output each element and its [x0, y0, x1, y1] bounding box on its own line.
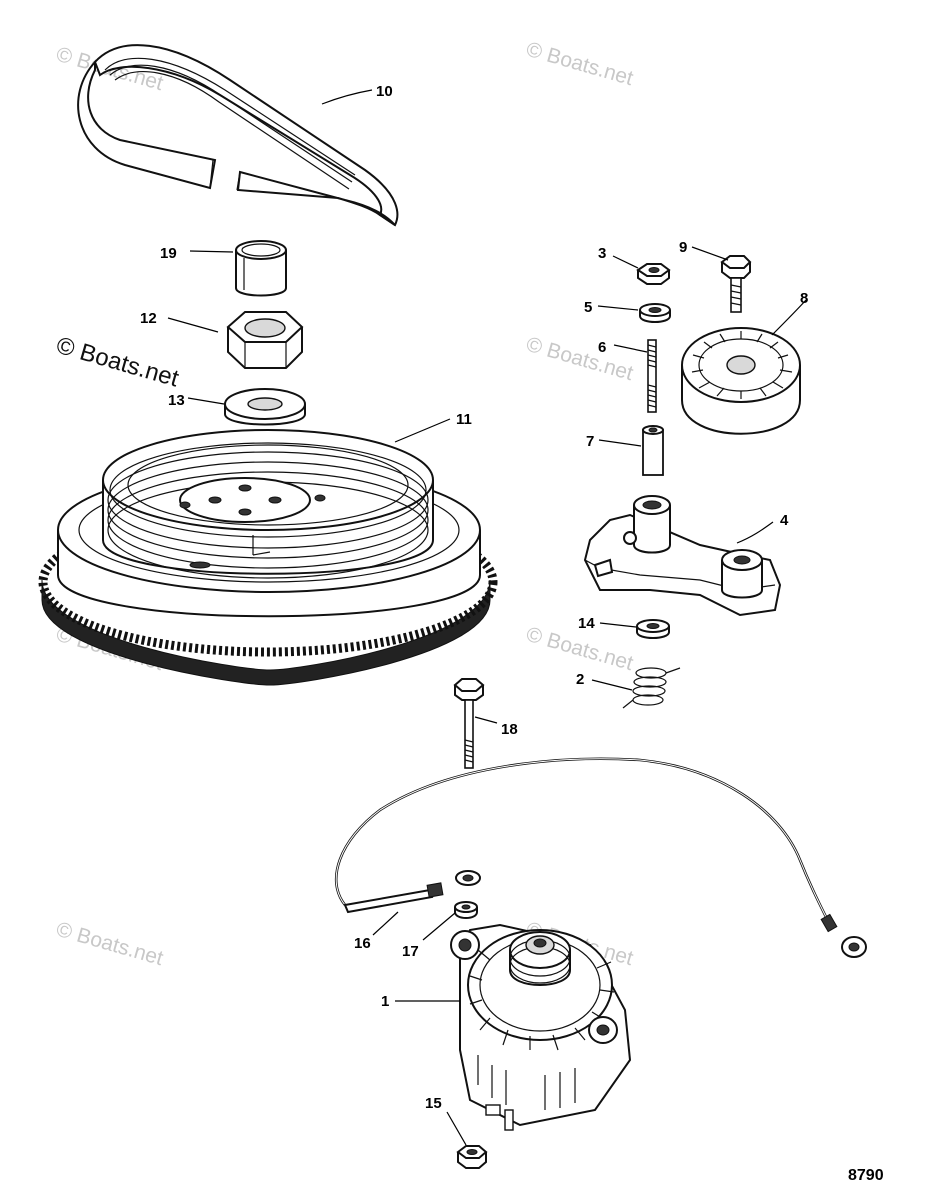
callout-7: 7: [586, 433, 594, 450]
callout-labels: 10 19 12 13 11 3 9 5 8 6 7 4 14 2 18 16 …: [140, 83, 808, 1112]
alternator-rear-vents: [477, 1055, 576, 1110]
part-1-alternator: [450, 923, 632, 1131]
callout-6: 6: [598, 339, 606, 356]
part-3-nut: [636, 263, 671, 285]
part-6-stud: [647, 339, 657, 413]
watermark-bottom-left: © Boats.net: [54, 918, 166, 970]
part-19-bushing: [235, 240, 287, 297]
part-16-cable: [334, 757, 867, 958]
watermark-top-right: © Boats.net: [524, 38, 636, 90]
callout-16: 16: [354, 935, 371, 952]
part-8-idler-pulley: [681, 327, 801, 435]
callout-19: 19: [160, 245, 177, 262]
watermark-mid-right: © Boats.net: [524, 333, 636, 385]
part-17-washer: [454, 901, 478, 919]
callout-1: 1: [381, 993, 389, 1010]
part-18-bolt: [453, 678, 485, 769]
callout-9: 9: [679, 239, 687, 256]
part-12-nut: [226, 311, 304, 369]
drawing-number: 8790: [848, 1167, 884, 1184]
part-13-washer: [224, 388, 306, 426]
pulley-ribs: [691, 331, 793, 399]
part-2-spring: [622, 667, 681, 709]
callout-12: 12: [140, 310, 157, 327]
part-14-washer: [636, 619, 670, 639]
leader-lines: [167, 89, 807, 1146]
part-4-tensioner-bracket: [583, 495, 782, 617]
callout-8: 8: [800, 290, 808, 307]
part-7-spacer: [642, 425, 664, 476]
part-5-washer: [639, 303, 671, 323]
callout-10: 10: [376, 83, 393, 100]
callout-18: 18: [501, 721, 518, 738]
callout-11: 11: [456, 411, 472, 428]
callout-17: 17: [402, 943, 419, 960]
part-11-flywheel: [38, 429, 498, 686]
part-9-bolt: [720, 255, 752, 313]
callout-15: 15: [425, 1095, 442, 1112]
callout-3: 3: [598, 245, 606, 262]
part-15-nut: [456, 1145, 488, 1169]
part-10-drive-belt: [77, 44, 399, 227]
callout-13: 13: [168, 392, 185, 409]
callout-2: 2: [576, 671, 584, 688]
callout-14: 14: [578, 615, 595, 632]
watermark-overlay: © Boats.net: [53, 332, 182, 393]
callout-5: 5: [584, 299, 592, 316]
callout-4: 4: [780, 512, 789, 529]
